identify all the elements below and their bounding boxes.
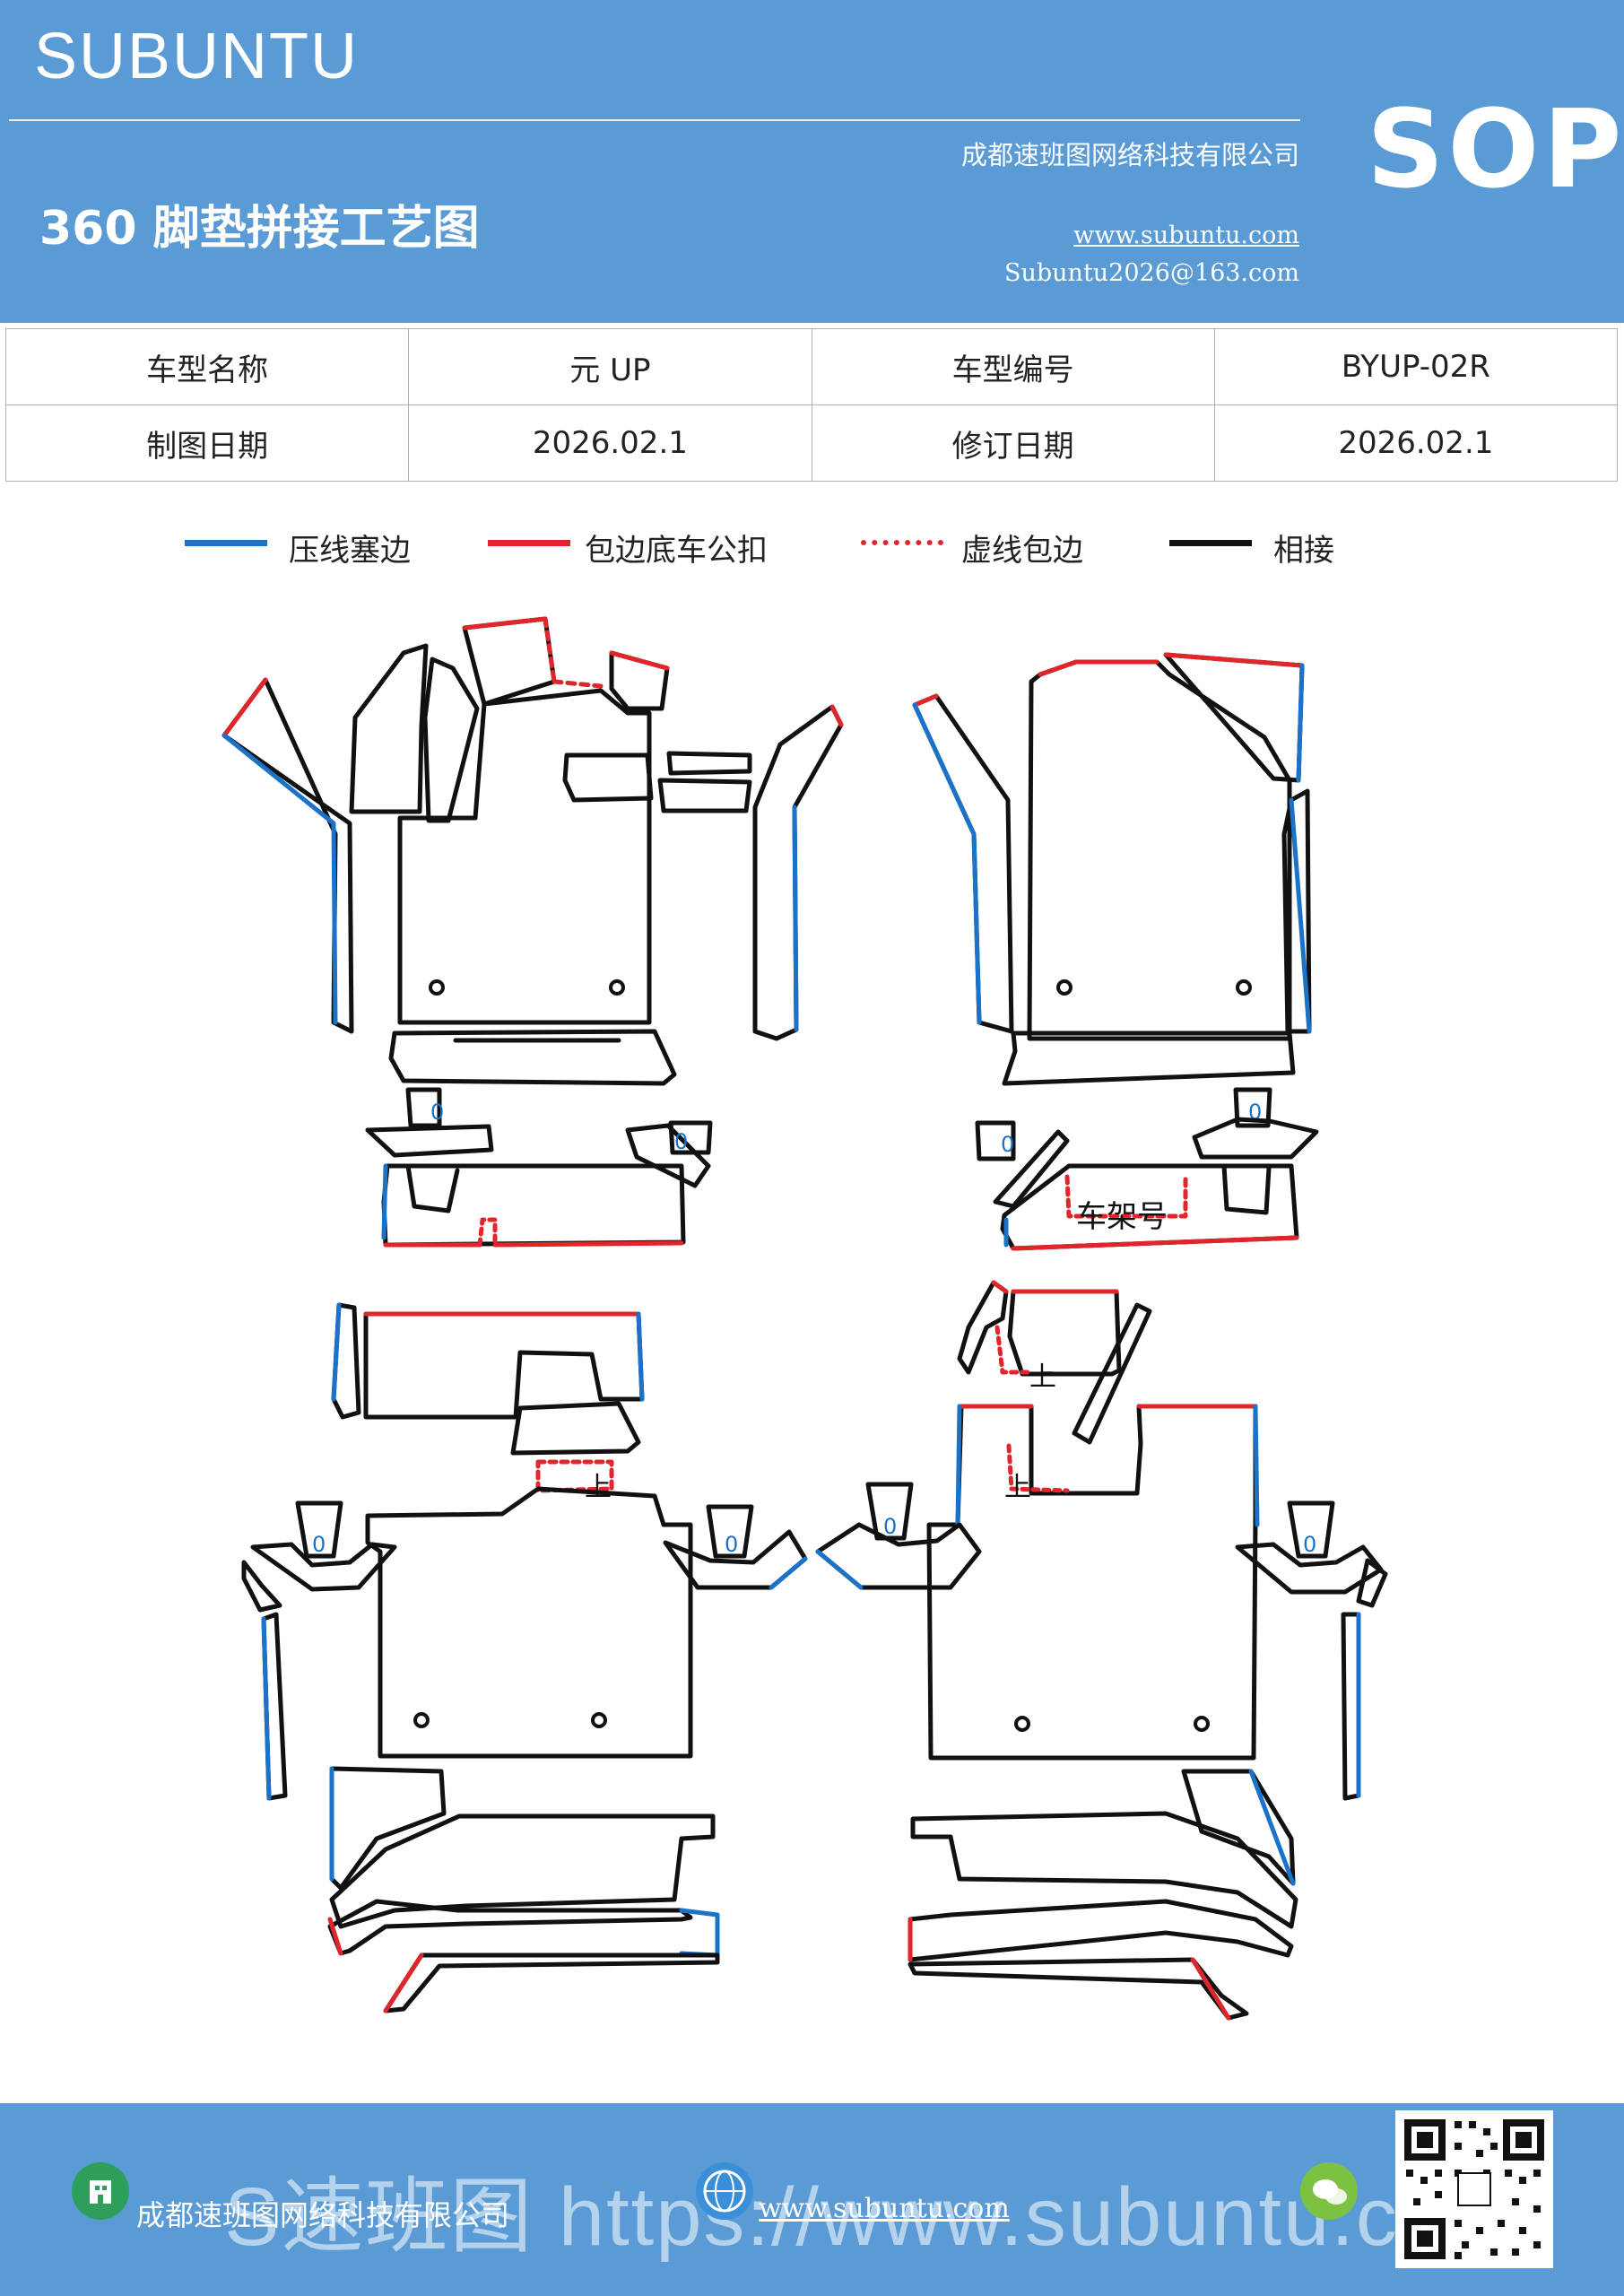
mat-piece [327, 1899, 693, 1956]
value-revision-date: 2026.02.1 [1213, 404, 1619, 482]
mat-piece [957, 1280, 1009, 1375]
footer-website-link[interactable]: www.subuntu.com [759, 2193, 1010, 2224]
mat-piece [1356, 1558, 1388, 1608]
up-mark-label: 上 [1029, 1361, 1056, 1393]
mat-piece [815, 1522, 982, 1590]
mat-piece [510, 1401, 641, 1456]
mat-piece [1007, 1289, 1122, 1377]
mat-piece [975, 1120, 1016, 1161]
mat-piece [1281, 788, 1312, 1034]
globe-icon [696, 2162, 753, 2220]
email-address: Subuntu2026@163.com [1004, 259, 1299, 287]
building-icon [72, 2162, 129, 2220]
mat-piece [1287, 1500, 1335, 1559]
mat-piece [666, 751, 752, 776]
mat-piece [1233, 1087, 1272, 1128]
mat-piece [462, 616, 557, 707]
value-model-name: 元 UP [408, 328, 812, 405]
legend-swatch-red-dashed [861, 540, 943, 545]
header-banner: SUBUNTU 360 脚垫拼接工艺图 成都速班图网络科技有限公司 www.su… [0, 0, 1624, 323]
website-link[interactable]: www.subuntu.com [1073, 222, 1299, 249]
mat-hole-label: 0 [674, 1129, 688, 1154]
mat-piece [865, 1482, 914, 1541]
mat-piece [663, 1529, 808, 1590]
mat-piece [926, 1404, 1258, 1761]
mat-piece [993, 1129, 1070, 1209]
legend-swatch-red [488, 540, 570, 546]
mat-piece [383, 1952, 720, 2013]
mat-group-front-right: 0 0 车架号 [912, 652, 1319, 1251]
value-drawing-date: 2026.02.1 [408, 404, 812, 482]
qr-code [1395, 2110, 1553, 2268]
mat-hole-label: 0 [725, 1532, 738, 1557]
mat-piece [365, 1124, 494, 1158]
mat-piece [562, 752, 654, 803]
mat-piece [295, 1500, 343, 1559]
mat-piece [349, 643, 429, 814]
mat-hole-label: 0 [1001, 1132, 1014, 1157]
label-model-code: 车型编号 [811, 328, 1215, 405]
table-row: 制图日期 2026.02.1 修订日期 2026.02.1 [4, 404, 1619, 482]
legend-label: 压线塞边 [289, 533, 411, 569]
page-title: 360 脚垫拼接工艺图 [39, 202, 480, 256]
legend-label: 包边底车公扣 [585, 533, 768, 569]
mat-group-rear-right: 上 上 0 0 [815, 1280, 1388, 2021]
mat-piece [365, 1486, 693, 1759]
mat-piece [668, 1120, 713, 1155]
mat-hole-label: 0 [430, 1100, 444, 1125]
sop-badge: SOP [1367, 88, 1624, 213]
company-name: 成都速班图网络科技有限公司 [960, 140, 1299, 170]
mat-piece [912, 693, 1014, 1034]
mat-piece [706, 1504, 754, 1559]
legend: 压线塞边 包边底车公扣 虚线包边 相接 [0, 520, 1624, 574]
mat-piece [405, 1087, 442, 1128]
mat-piece [397, 688, 652, 1025]
footer-company: 成都速班图网络科技有限公司 [136, 2198, 510, 2232]
mat-piece [363, 1311, 645, 1420]
up-mark-label: 上 [1004, 1472, 1031, 1503]
footer-banner: S速班图 https://www.subuntu.com 成都速班图网络科技有限… [0, 2103, 1624, 2296]
legend-label: 相接 [1273, 533, 1334, 569]
mat-piece [1002, 1031, 1296, 1086]
mat-piece [388, 1029, 677, 1086]
table-row: 车型名称 元 UP 车型编号 BYUP-02R [4, 328, 1619, 405]
mat-piece [329, 1813, 716, 1929]
mat-piece [422, 657, 480, 823]
mat-hole-label: 0 [1303, 1532, 1316, 1557]
mat-piece [657, 778, 752, 813]
value-model-code: BYUP-02R [1213, 328, 1619, 405]
label-revision-date: 修订日期 [811, 404, 1215, 482]
mat-group-rear-left: 上 0 0 [241, 1302, 808, 2013]
brand-name: SUBUNTU [34, 21, 360, 92]
header-divider [9, 119, 1300, 121]
frame-number-label: 车架号 [1076, 1199, 1168, 1235]
vehicle-info-table: 车型名称 元 UP 车型编号 BYUP-02R 制图日期 2026.02.1 修… [4, 328, 1619, 482]
mat-piece [1192, 1117, 1319, 1160]
mat-hole-label: 0 [883, 1514, 897, 1539]
mat-piece [625, 1123, 711, 1188]
mat-piece [381, 1163, 686, 1248]
mat-piece [241, 1560, 282, 1613]
up-mark-label: 上 [585, 1472, 612, 1503]
mat-piece [752, 704, 844, 1041]
mat-group-front-left: 0 0 [221, 616, 844, 1248]
mat-piece [1235, 1542, 1384, 1595]
mat-hole-label: 0 [312, 1532, 326, 1557]
mat-piece [1072, 1302, 1152, 1445]
mat-piece [1341, 1612, 1361, 1801]
legend-swatch-blue [185, 540, 267, 546]
footer-watermark: S速班图 https://www.subuntu.com [224, 2171, 1517, 2263]
mat-piece [910, 1811, 1298, 1929]
legend-swatch-black [1169, 540, 1252, 546]
mat-piece [908, 1899, 1294, 1962]
label-drawing-date: 制图日期 [4, 404, 410, 482]
legend-label: 虚线包边 [961, 533, 1083, 569]
label-model-name: 车型名称 [4, 328, 410, 405]
wechat-icon [1300, 2162, 1358, 2220]
